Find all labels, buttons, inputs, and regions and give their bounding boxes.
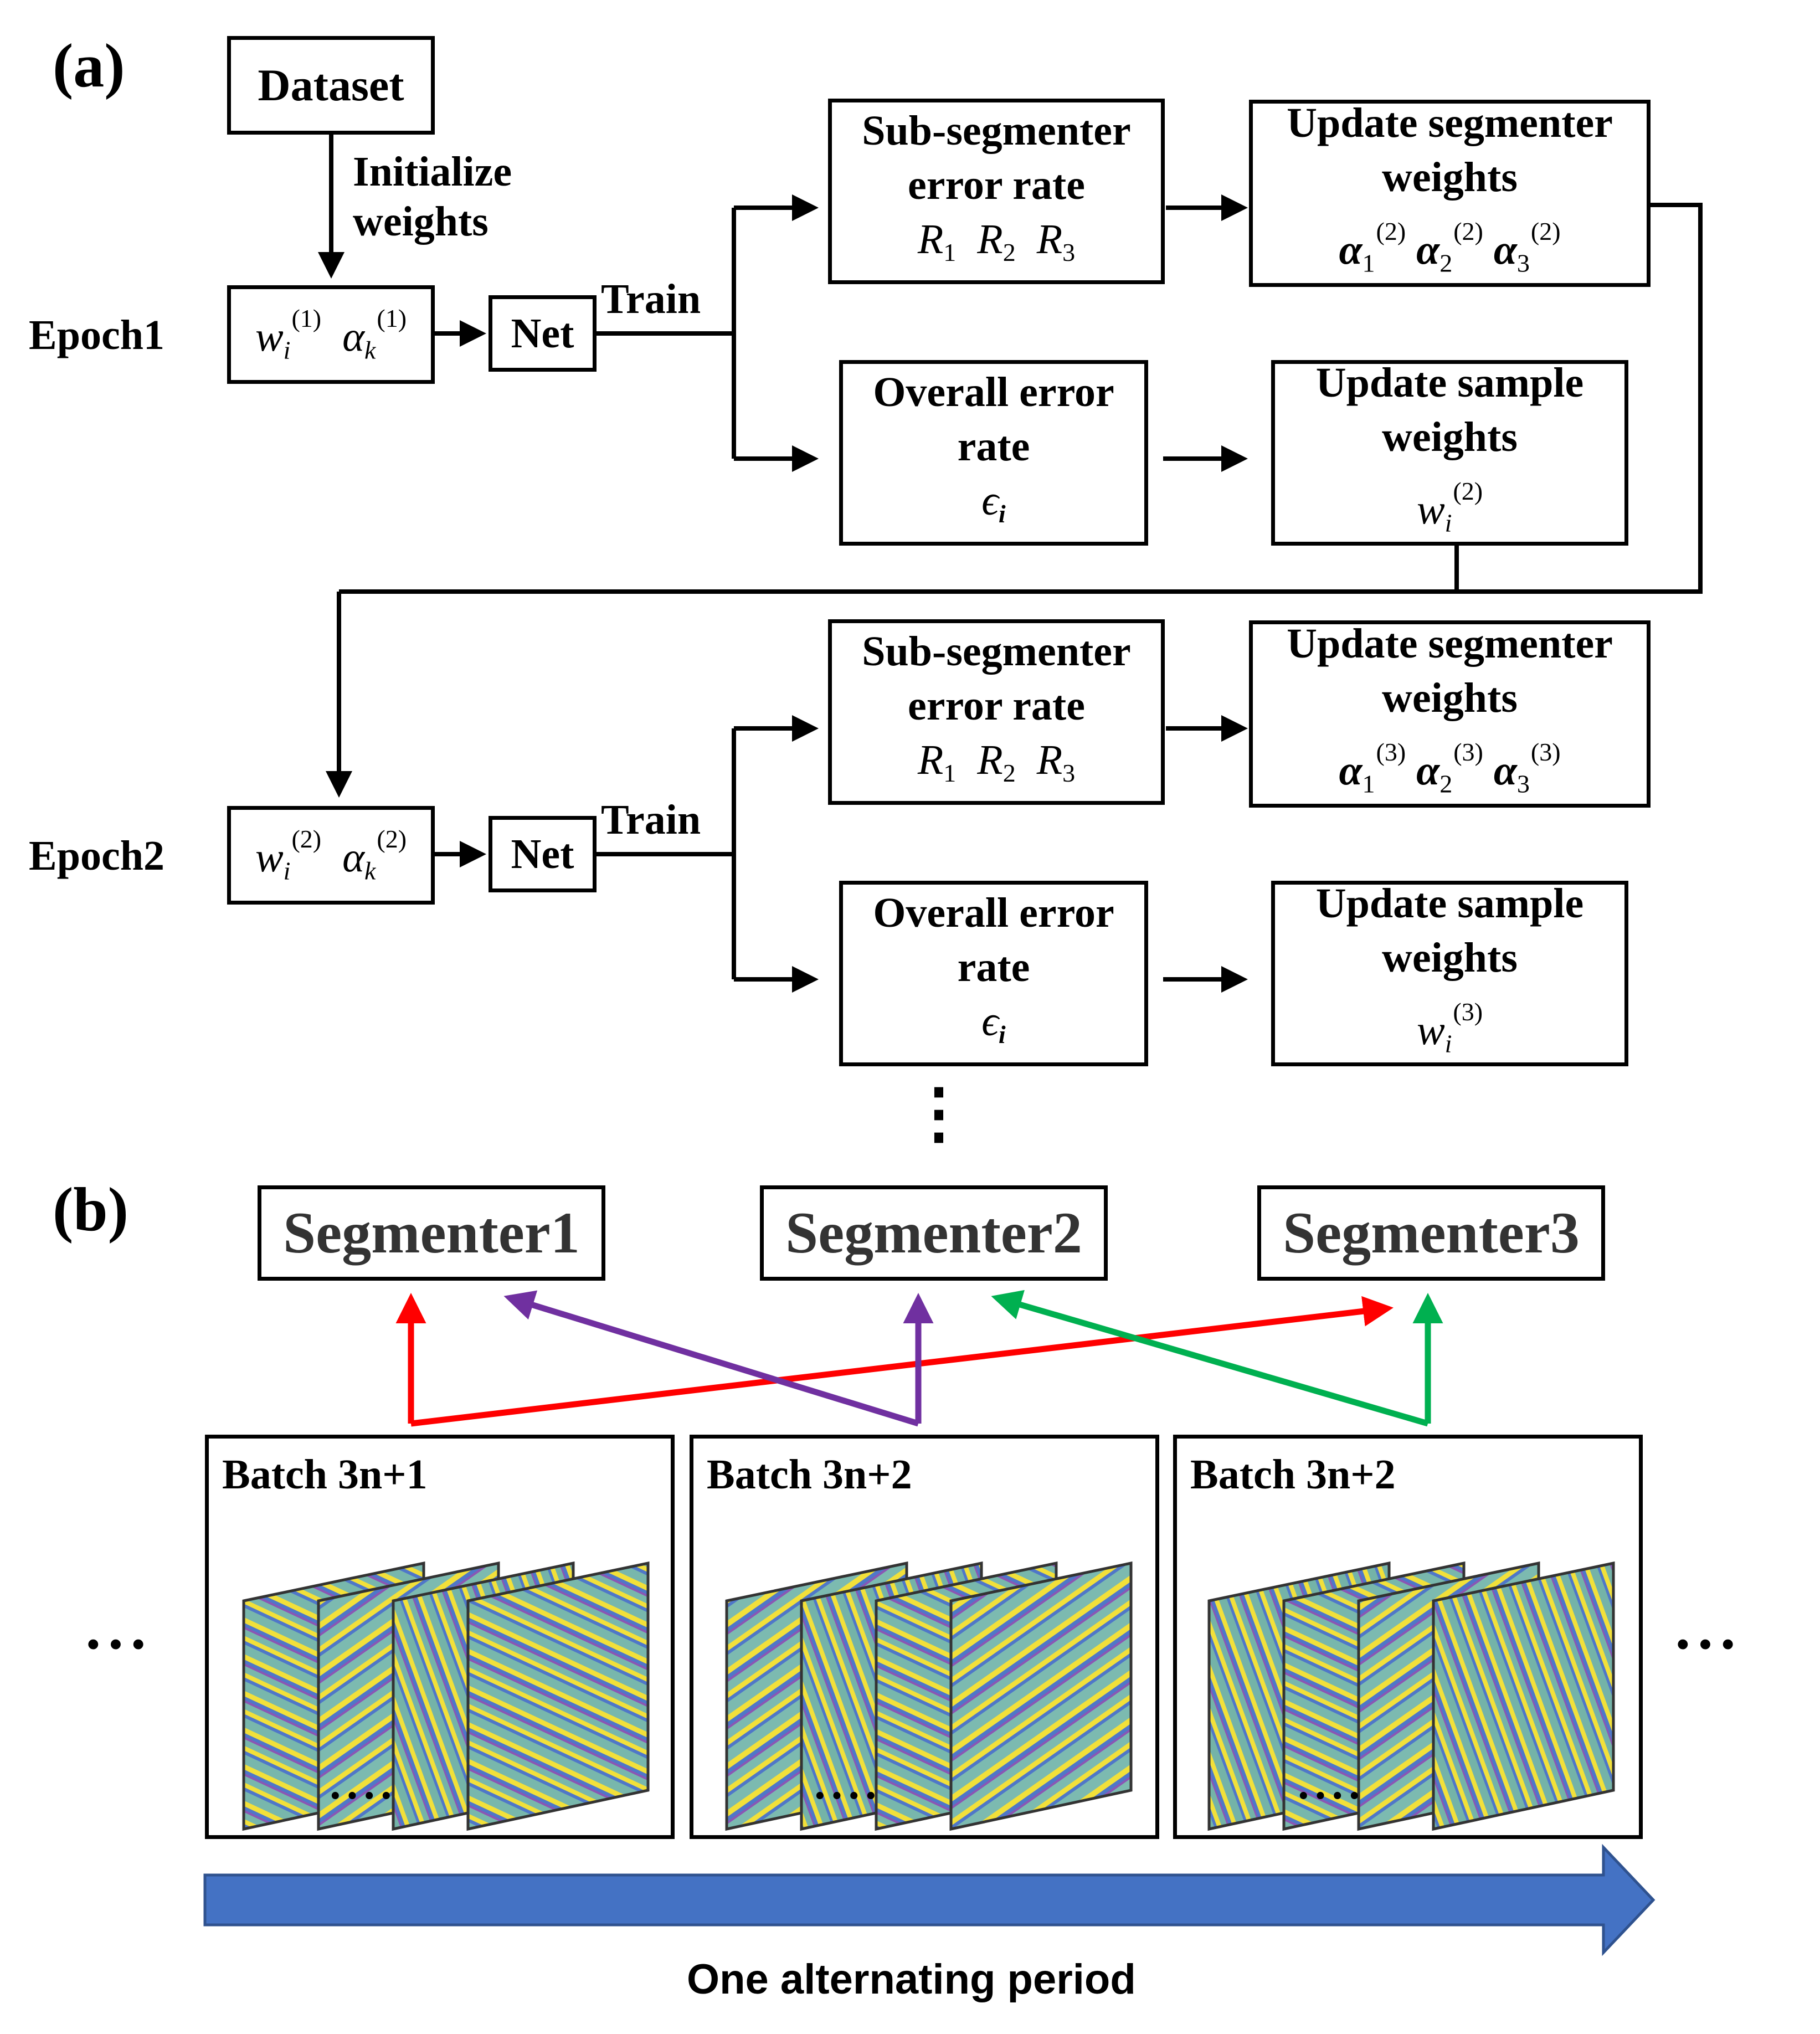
epoch1-sample-weights-box: Update sample weights wi(2) (1271, 359, 1628, 546)
line-loop-seg-weights (339, 203, 1703, 594)
init-weights-line1: Initialize (353, 148, 512, 195)
arrow-batch1-to-segmenter3 (410, 1296, 1394, 1427)
epoch1-weights-box: wi(1) αk(1) (227, 285, 435, 384)
epoch1-overall-error-box: Overall error rate ϵi (839, 360, 1148, 546)
sample-weights-title-line1: Update sample (1315, 359, 1584, 406)
right-ellipsis: ··· (1673, 1610, 1741, 1678)
batch3-images (1207, 1561, 1615, 1831)
batch3-ellipsis: ···· (1296, 1771, 1364, 1820)
sample-weights-title-line2: weights (1382, 934, 1518, 981)
epoch1-label: Epoch1 (29, 312, 164, 358)
sample-weights-title-line2: weights (1382, 413, 1518, 460)
sub-error-title-line2: error rate (908, 682, 1085, 729)
fringe-image (1432, 1561, 1615, 1831)
seg-weights-title-line2: weights (1382, 675, 1518, 722)
overall-error-title-line2: rate (957, 423, 1030, 470)
train-label-e1: Train (601, 276, 701, 322)
seg-weights-title-line2: weights (1382, 154, 1518, 201)
init-weights-line2: weights (353, 198, 489, 245)
seg-weights-values: α1(2) α2(2) α3(2) (1339, 217, 1561, 278)
epoch1-weights-math: wi(1) αk(1) (255, 304, 407, 364)
init-weights-label: Initialize weights (353, 147, 512, 246)
epoch1-sub-error-box: Sub-segmenter error rate R1 R2 R3 (828, 99, 1165, 284)
epoch1-net-box: Net (489, 295, 597, 372)
epoch2-net-box: Net (489, 816, 597, 892)
batch2-ellipsis: ···· (813, 1771, 881, 1820)
epoch2-weights-math: wi(2) αk(2) (255, 825, 407, 885)
seg-weights-title-line1: Update segmenter (1287, 100, 1613, 147)
overall-error-value: ϵi (981, 998, 1006, 1049)
continuation-dots: ⋮ (906, 1076, 972, 1150)
fringe-image (466, 1561, 650, 1831)
period-label: One alternating period (687, 1956, 1136, 2003)
batch3-box: Batch 3n+2 ···· (1173, 1435, 1643, 1839)
panel-b-label: (b) (53, 1175, 128, 1244)
epoch1-seg-weights-box: Update segmenter weights α1(2) α2(2) α3(… (1249, 100, 1651, 287)
net-label: Net (511, 831, 574, 877)
panel-a-label: (a) (53, 32, 125, 100)
sub-error-values: R1 R2 R3 (917, 215, 1076, 266)
batch3-title: Batch 3n+2 (1190, 1451, 1396, 1498)
epoch2-sample-weights-box: Update sample weights wi(3) (1271, 880, 1628, 1066)
seg-weights-values: α1(3) α2(3) α3(3) (1339, 738, 1561, 798)
segmenter3-box: Segmenter3 (1257, 1185, 1605, 1281)
sample-weights-title-line1: Update sample (1315, 880, 1584, 927)
overall-error-value: ϵi (981, 477, 1006, 528)
sub-error-title-line2: error rate (908, 161, 1085, 208)
net-label: Net (511, 310, 574, 357)
sample-weights-value: wi(3) (1416, 997, 1483, 1058)
segmenter1-box: Segmenter1 (258, 1185, 605, 1281)
epoch2-overall-error-box: Overall error rate ϵi (839, 881, 1148, 1066)
segmenter2-label: Segmenter2 (785, 1200, 1082, 1265)
batch1-ellipsis: ···· (328, 1771, 396, 1820)
epoch2-seg-weights-box: Update segmenter weights α1(3) α2(3) α3(… (1249, 620, 1651, 808)
arrow-batch3-to-segmenter2 (991, 1290, 1429, 1427)
dataset-box: Dataset (227, 36, 435, 135)
batch2-images (725, 1561, 1133, 1831)
epoch2-weights-box: wi(2) αk(2) (227, 806, 435, 905)
train-label-e2: Train (601, 797, 701, 843)
epoch2-sub-error-box: Sub-segmenter error rate R1 R2 R3 (828, 619, 1165, 805)
overall-error-title-line2: rate (957, 943, 1030, 990)
batch1-title: Batch 3n+1 (222, 1451, 428, 1498)
epoch2-label: Epoch2 (29, 833, 164, 879)
sub-error-values: R1 R2 R3 (917, 736, 1076, 787)
overall-error-title-line1: Overall error (873, 889, 1114, 936)
segmenter2-box: Segmenter2 (760, 1185, 1108, 1281)
arrow-batch2-to-segmenter1 (503, 1290, 919, 1427)
sub-error-title-line1: Sub-segmenter (862, 107, 1131, 154)
fringe-image (949, 1561, 1133, 1831)
batch2-box: Batch 3n+2 ···· (690, 1435, 1159, 1839)
overall-error-title-line1: Overall error (873, 368, 1114, 415)
batch1-images (242, 1561, 650, 1831)
period-arrow (203, 1843, 1656, 1956)
sub-error-title-line1: Sub-segmenter (862, 628, 1131, 675)
segmenter3-label: Segmenter3 (1283, 1200, 1580, 1265)
batch2-title: Batch 3n+2 (707, 1451, 912, 1498)
seg-weights-title-line1: Update segmenter (1287, 620, 1613, 667)
batch1-box: Batch 3n+1 ···· (205, 1435, 675, 1839)
sample-weights-value: wi(2) (1416, 476, 1483, 537)
left-ellipsis: ··· (83, 1610, 151, 1678)
dataset-label: Dataset (258, 60, 404, 110)
segmenter1-label: Segmenter1 (283, 1200, 580, 1265)
